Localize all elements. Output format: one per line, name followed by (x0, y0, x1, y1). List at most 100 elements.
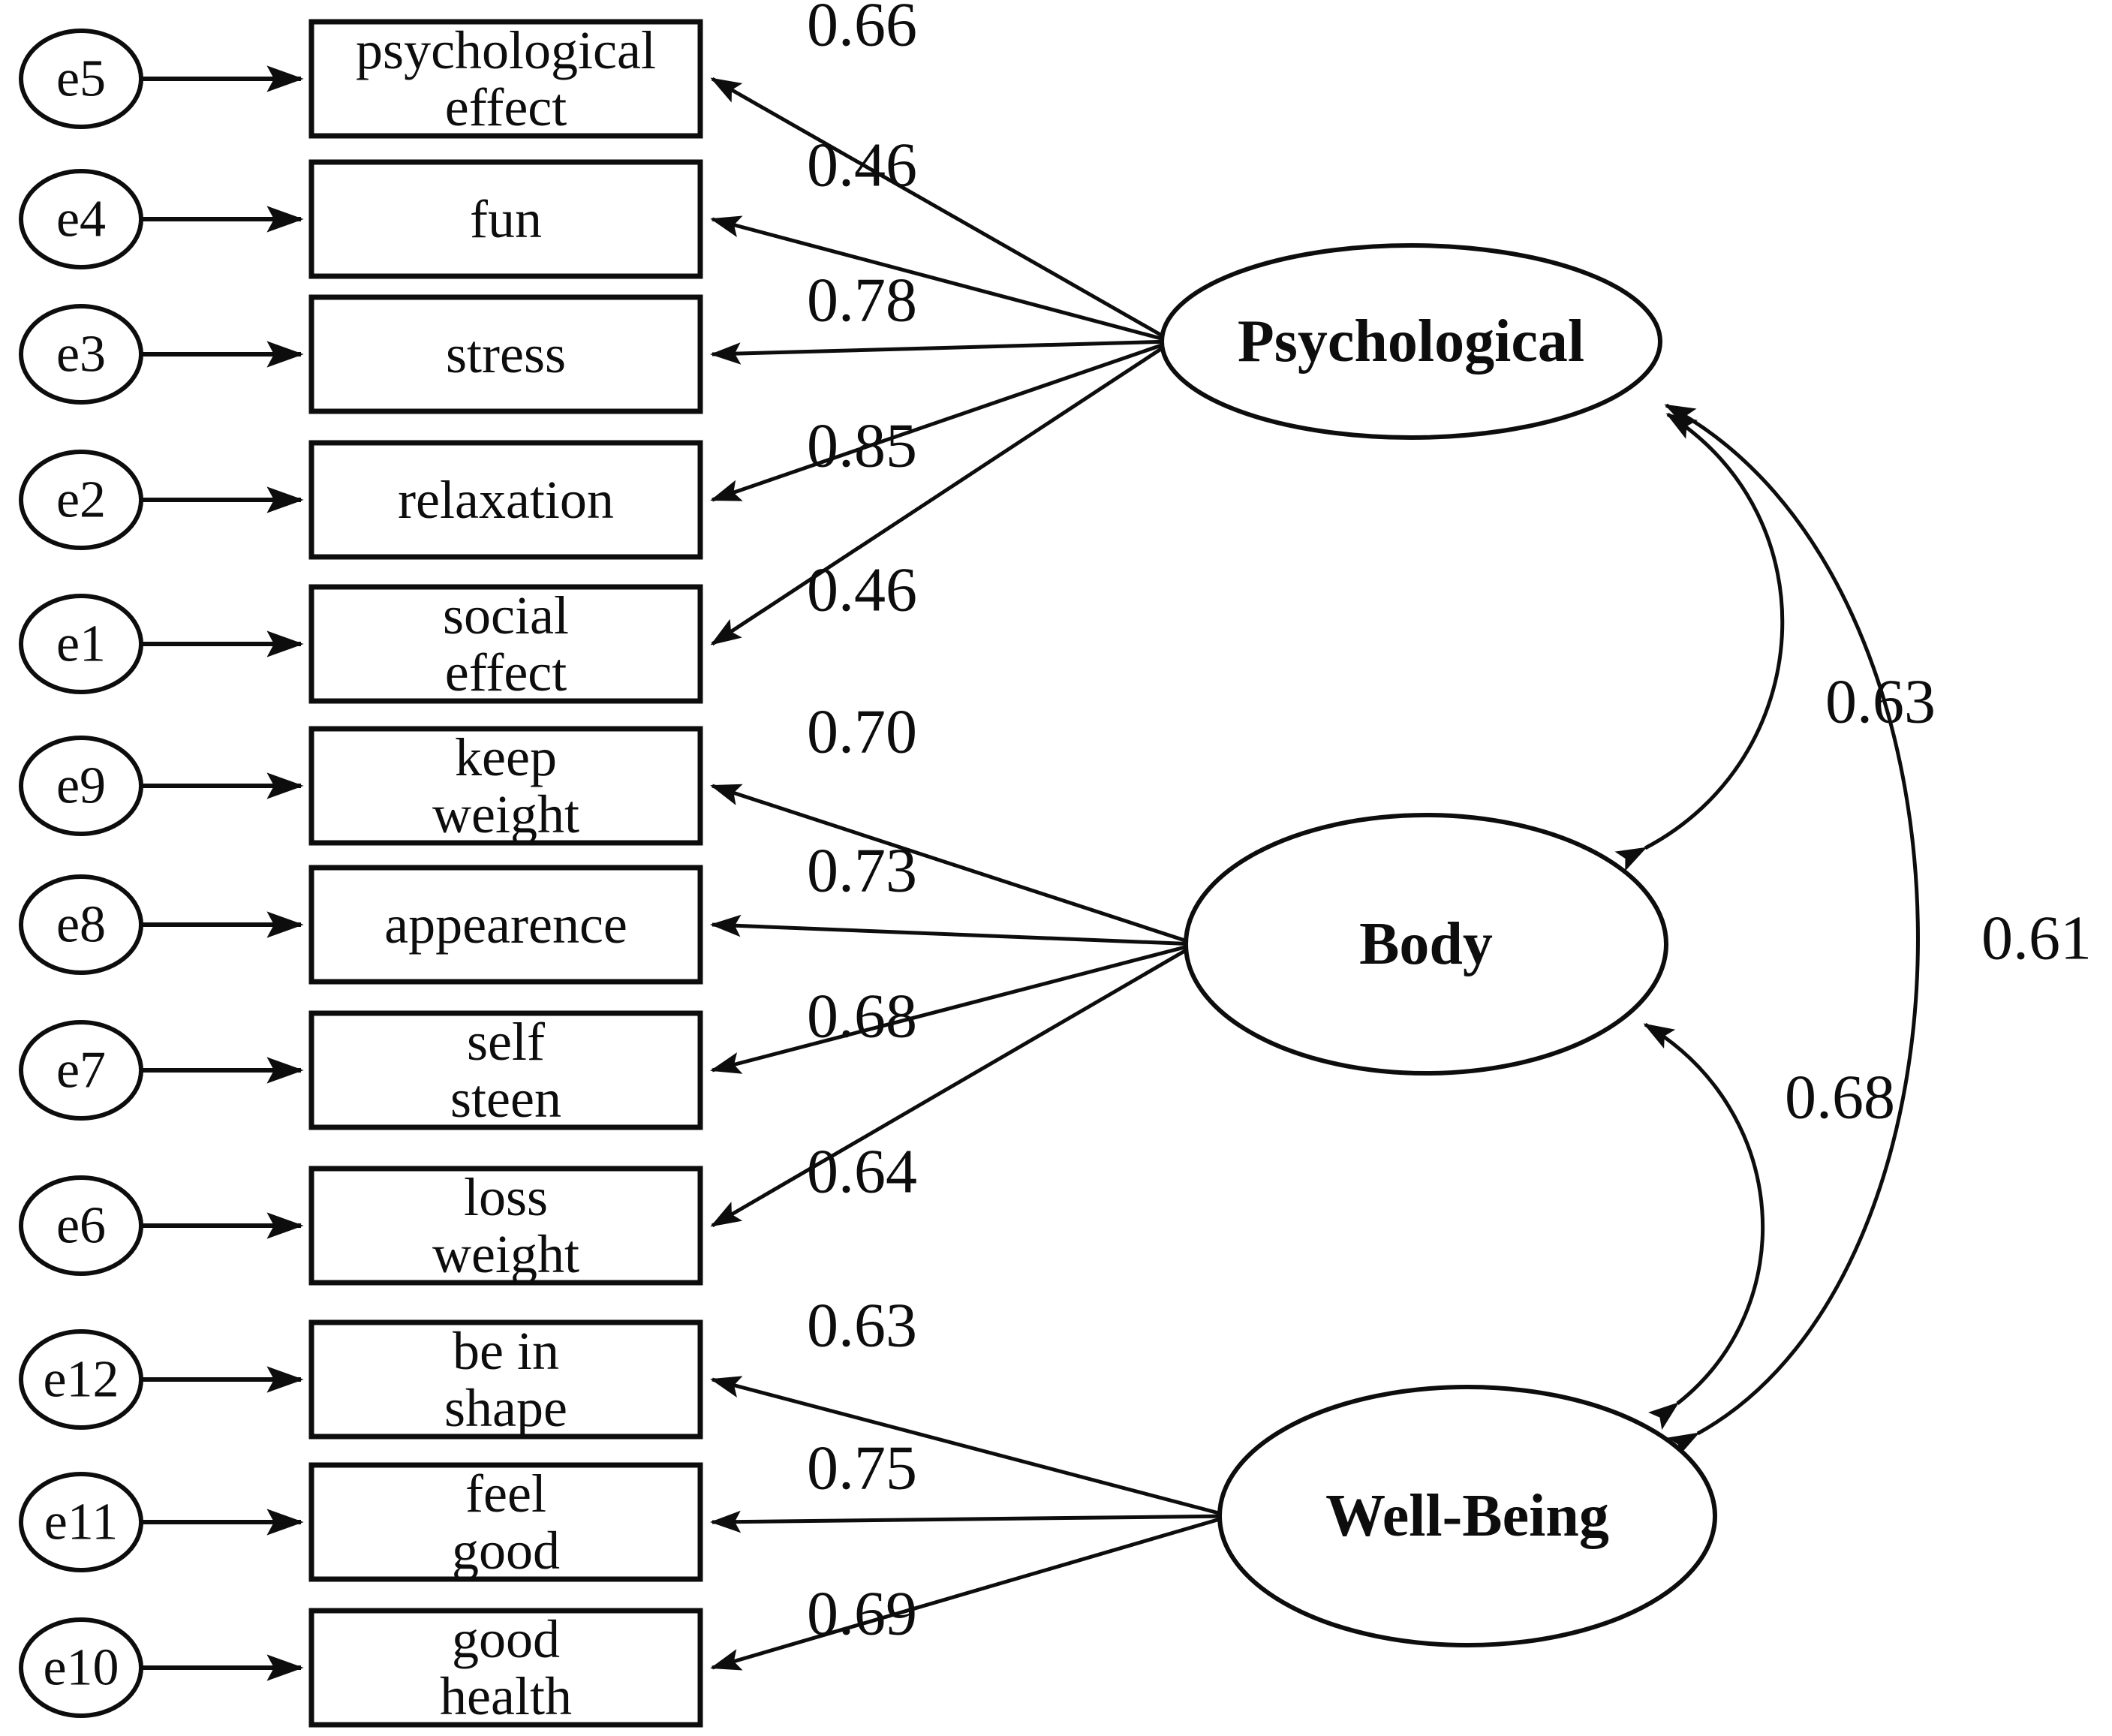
error-term-e9 (19, 736, 143, 836)
indicator-label-0-line1: psychological (356, 20, 656, 80)
loading-path-psychological-3 (710, 339, 1173, 502)
indicator-label-4-line2: effect (445, 642, 567, 703)
loading-path-body-7 (710, 942, 1197, 1074)
error-term-e5 (19, 29, 143, 129)
error-term-e4 (19, 169, 143, 269)
indicator-label-5-line2: weight (432, 784, 579, 844)
indicator-label-4-line1: social (443, 585, 569, 645)
error-term-label-e12: e12 (43, 1351, 119, 1409)
loading-value-8: 0.64 (807, 1137, 917, 1207)
loading-labels-group: 0.66 0.46 0.78 0.85 0.46 0.70 0.73 0.68 0.64 0.63… (807, 0, 917, 1649)
indicator-label-8-line2: weight (432, 1224, 579, 1284)
covariance-arc-body-wellbeing (1643, 1022, 1765, 1431)
loading-path-wellbeing-9 (710, 1376, 1231, 1518)
indicator-label-7-line1: self (467, 1012, 545, 1072)
covariance-arc-psych-body (1614, 412, 1785, 871)
error-term-label-e3: e3 (56, 326, 106, 384)
indicator-label-10-line2: good (452, 1521, 560, 1581)
error-term-label-e7: e7 (56, 1042, 106, 1100)
loading-value-10: 0.75 (807, 1434, 917, 1503)
loading-paths-group (710, 77, 1231, 1671)
error-term-e1 (19, 594, 143, 694)
loading-value-6: 0.73 (807, 836, 917, 906)
loading-value-1: 0.46 (807, 131, 917, 200)
indicator-box-10 (308, 1462, 703, 1582)
loading-value-5: 0.70 (807, 697, 917, 767)
loading-path-psychological-4 (710, 339, 1174, 646)
loading-path-body-8 (710, 942, 1198, 1228)
indicator-label-10-line1: feel (465, 1464, 546, 1524)
error-terms-group: e5 e4 e3 e2 e1 e9 e8 e7 e6 e12 e11 e10 (19, 29, 143, 1718)
error-term-e10 (19, 1617, 143, 1718)
indicator-label-8-line1: loss (464, 1167, 548, 1227)
error-term-e12 (19, 1329, 143, 1430)
indicator-box-11 (308, 1608, 703, 1728)
error-term-e6 (19, 1175, 143, 1276)
indicator-boxes-group: psychologicaleffectfunstressrelaxationso… (308, 19, 703, 1728)
loading-value-3: 0.85 (807, 411, 917, 481)
error-term-e8 (19, 874, 143, 975)
error-term-label-e1: e1 (56, 615, 106, 673)
indicator-label-11-line2: health (440, 1666, 572, 1726)
error-term-label-e11: e11 (44, 1494, 118, 1551)
loading-path-psychological-0 (710, 77, 1174, 344)
loading-value-7: 0.68 (807, 982, 917, 1052)
latent-factor-label-body: Body (1359, 911, 1493, 977)
loading-path-psychological-2 (710, 339, 1173, 365)
indicator-label-2: stress (446, 324, 566, 384)
covariance-group (1614, 403, 1920, 1458)
loading-path-wellbeing-11 (710, 1514, 1231, 1671)
indicator-box-4 (308, 584, 703, 704)
indicator-box-7 (308, 1010, 703, 1130)
loading-path-psychological-1 (710, 215, 1173, 344)
error-term-label-e2: e2 (56, 471, 106, 529)
covariance-labels-group: 0.630.610.68 (1785, 667, 2092, 1133)
loading-path-body-5 (710, 784, 1197, 946)
error-term-label-e6: e6 (56, 1197, 106, 1255)
loading-path-wellbeing-10 (710, 1510, 1231, 1533)
indicator-label-11-line1: good (452, 1609, 560, 1669)
latent-factor-wellbeing (1217, 1385, 1717, 1647)
error-term-e11 (19, 1472, 143, 1572)
indicator-box-9 (308, 1319, 703, 1440)
covariance-value-2: 0.68 (1785, 1063, 1895, 1133)
error-term-e2 (19, 450, 143, 550)
indicator-label-6: appearence (384, 895, 627, 955)
indicator-box-0 (308, 19, 703, 139)
indicator-box-3 (308, 440, 703, 560)
indicator-box-8 (308, 1166, 703, 1286)
loading-value-4: 0.46 (807, 555, 917, 625)
loading-value-2: 0.78 (807, 266, 917, 335)
indicator-label-9-line1: be in (453, 1321, 559, 1381)
indicator-box-2 (308, 294, 703, 414)
covariance-value-1: 0.61 (1981, 904, 2092, 973)
covariance-arc-psych-wellbeing (1664, 403, 1920, 1458)
error-term-label-e10: e10 (43, 1639, 119, 1697)
indicator-box-6 (308, 865, 703, 985)
error-term-e3 (19, 304, 143, 405)
indicator-label-7-line2: steen (450, 1069, 561, 1129)
error-term-label-e4: e4 (56, 191, 106, 248)
latent-factor-label-wellbeing: Well-Being (1325, 1483, 1609, 1549)
indicator-label-9-line2: shape (444, 1378, 567, 1438)
error-term-label-e9: e9 (56, 757, 106, 815)
indicator-label-0-line2: effect (445, 77, 567, 137)
loading-value-11: 0.69 (807, 1579, 917, 1649)
indicator-label-3: relaxation (398, 470, 614, 530)
latent-factor-psychological (1160, 243, 1662, 440)
indicator-box-5 (308, 726, 703, 846)
error-term-e7 (19, 1020, 143, 1121)
error-term-label-e5: e5 (56, 50, 106, 108)
loading-value-9: 0.63 (807, 1291, 917, 1361)
error-term-label-e8: e8 (56, 896, 106, 954)
indicator-label-5-line1: keep (455, 727, 557, 787)
error-arrow-group (143, 65, 304, 1681)
loading-path-body-6 (710, 914, 1197, 946)
latent-factor-label-psychological: Psychological (1238, 308, 1584, 375)
indicator-box-1 (308, 159, 703, 279)
loading-value-0: 0.66 (807, 0, 917, 60)
indicator-label-1: fun (470, 189, 542, 249)
